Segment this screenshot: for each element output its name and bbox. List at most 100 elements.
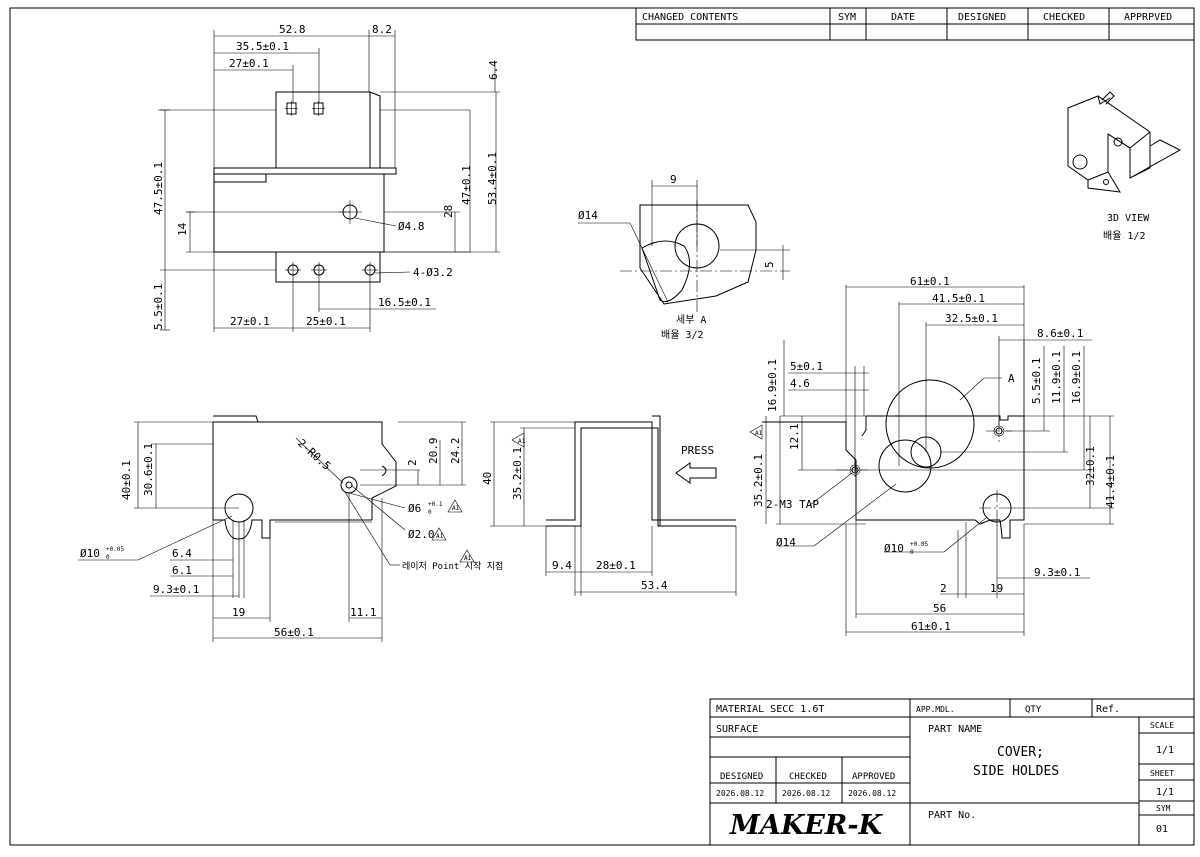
tb-material: MATERIAL SECC 1.6T: [716, 704, 824, 715]
dim-47-5: 47.5±0.1: [152, 162, 165, 215]
tb-designed-date: 2026.08.12: [716, 789, 764, 798]
iso-3d-view: 3D VIEW 배율 1/2: [1067, 91, 1182, 242]
sheet-border: [9, 7, 1195, 846]
rv-dim-5-5: 5.5±0.1: [1030, 358, 1043, 404]
dim-14: 14: [176, 222, 189, 236]
rv-dim-12-1: 12.1: [788, 424, 801, 451]
tb-part-name-1: COVER;: [997, 745, 1044, 760]
detail-dim-14: Ø14: [578, 209, 598, 222]
tb-app-mdl: APP.MDL.: [916, 705, 955, 714]
sv-dim-35-2: 35.2±0.1: [511, 447, 524, 500]
tb-surface: SURFACE: [716, 724, 758, 735]
fv-dim-11-1: 11.1: [350, 606, 377, 619]
fv-rev-tag-3: A1: [464, 555, 472, 562]
detail-dim-5: 5: [763, 261, 776, 268]
tb-qty: QTY: [1025, 705, 1042, 715]
rv-dim-41-4: 41.4±0.1: [1104, 455, 1117, 508]
rv-dim-16-9-b: 16.9±0.1: [1070, 351, 1083, 404]
revision-block: CHANGED CONTENTS SYM DATE DESIGNED CHECK…: [635, 7, 1195, 41]
dim-27-a: 27±0.1: [229, 57, 269, 70]
title-block: MATERIAL SECC 1.6T APP.MDL. QTY Ref. SUR…: [709, 698, 1195, 846]
sv-dim-9-4: 9.4: [552, 559, 572, 572]
sv-dim-53-4: 53.4: [641, 579, 668, 592]
top-view: 52.8 8.2 35.5±0.1 27±0.1 6.4 47.5±0.1 47…: [152, 23, 500, 332]
rv-dim-32: 32±0.1: [1084, 446, 1097, 486]
tb-part-no-label: PART No.: [928, 810, 976, 821]
dim-6-4: 6.4: [487, 60, 500, 80]
front-view: 40±0.1 30.6±0.1 2-R0.5 2 20.9 24.2 Ø6 +0…: [78, 415, 503, 642]
rv-dim-14: Ø14: [776, 536, 796, 549]
tb-designed: DESIGNED: [720, 772, 763, 782]
press-label: PRESS: [681, 444, 714, 457]
dim-8-2: 8.2: [372, 23, 392, 36]
rev-header-sym: SYM: [838, 12, 856, 23]
fv-rev-tag-2: A1: [436, 533, 444, 540]
rv-dim-61-bot: 61±0.1: [911, 620, 951, 633]
fv-dim-10: Ø10: [80, 547, 100, 560]
rv-dim-9-3: 9.3±0.1: [1034, 566, 1080, 579]
sv-dim-28: 28±0.1: [596, 559, 636, 572]
fv-dim-20-9: 20.9: [427, 438, 440, 465]
dim-holes-3-2: 4-Ø3.2: [413, 266, 453, 279]
fv-dim-30-6: 30.6±0.1: [142, 443, 155, 496]
fv-tol6-lo: 0: [428, 509, 432, 516]
tb-sym-value: 01: [1156, 824, 1168, 835]
fv-dim-24-2: 24.2: [449, 438, 462, 465]
dim-27-b: 27±0.1: [230, 315, 270, 328]
fv-rev-tag-1: A1: [452, 505, 460, 512]
dim-16-5: 16.5±0.1: [378, 296, 431, 309]
dim-47: 47±0.1: [460, 165, 473, 205]
dim-35-5: 35.5±0.1: [236, 40, 289, 53]
rv-tap: 2-M3 TAP: [766, 498, 819, 511]
rv-tol-up: +0.05: [910, 541, 928, 548]
rev-header-checked: CHECKED: [1043, 12, 1085, 23]
rv-dim-19: 19: [990, 582, 1003, 595]
detail-a-view: 9 Ø14 5 세부 A 배율 3/2: [578, 173, 790, 341]
rv-dim-8-6: 8.6±0.1: [1037, 327, 1083, 340]
tb-approved: APPROVED: [852, 772, 895, 782]
rv-dim-11-9: 11.9±0.1: [1050, 351, 1063, 404]
detail-scale: 배율 3/2: [661, 329, 703, 341]
sv-dim-40: 40: [481, 472, 494, 485]
rv-label-a: A: [1008, 372, 1015, 385]
dim-52-8: 52.8: [279, 23, 306, 36]
tb-sheet-label: SHEET: [1150, 769, 1174, 778]
fv-dim-19: 19: [232, 606, 245, 619]
rv-dim-32-5: 32.5±0.1: [945, 312, 998, 325]
tb-maker-logo: MAKER-K: [729, 810, 884, 841]
fv-tol-up: +0.05: [106, 546, 124, 553]
tb-scale-label: SCALE: [1150, 721, 1174, 730]
rev-header-designed: DESIGNED: [958, 12, 1006, 23]
rev-header-date: DATE: [891, 12, 915, 23]
rv-dim-41-5: 41.5±0.1: [932, 292, 985, 305]
dim-5-5: 5.5±0.1: [152, 284, 165, 330]
fv-dim-r05: 2-R0.5: [295, 437, 333, 473]
tb-scale-value: 1/1: [1156, 745, 1174, 756]
fv-dim-9-3: 9.3±0.1: [153, 583, 199, 596]
sv-rev-tag: A1: [518, 438, 526, 445]
rev-header-changed: CHANGED CONTENTS: [642, 12, 738, 23]
rv-dim-2: 2: [940, 582, 947, 595]
rv-dim-56: 56: [933, 602, 946, 615]
rv-tol-lo: 0: [910, 549, 914, 556]
rv-dim-10: Ø10: [884, 542, 904, 555]
fv-dim-6-4: 6.4: [172, 547, 192, 560]
dim-53-4: 53.4±0.1: [486, 152, 499, 205]
fv-dim-6-1: 6.1: [172, 564, 192, 577]
fv-dim-56: 56±0.1: [274, 626, 314, 639]
tb-ref: Ref.: [1096, 704, 1120, 715]
tb-part-name-label: PART NAME: [928, 724, 982, 735]
fv-tol-lo: 0: [106, 554, 110, 561]
rv-dim-35-2: 35.2±0.1: [752, 454, 765, 507]
fv-dim-2: 2: [406, 459, 419, 466]
tb-checked-date: 2026.08.12: [782, 789, 830, 798]
rv-dim-16-9-a: 16.9±0.1: [766, 359, 779, 412]
detail-label: 세부 A: [676, 314, 706, 326]
fv-tol6-up: +0.1: [428, 501, 443, 508]
tb-approved-date: 2026.08.12: [848, 789, 896, 798]
fv-dim-40: 40±0.1: [120, 460, 133, 500]
iso-view-scale: 배율 1/2: [1103, 230, 1145, 242]
fv-dim-2dia: Ø2.0: [408, 528, 435, 541]
rv-rev-tag: A1: [755, 430, 763, 437]
